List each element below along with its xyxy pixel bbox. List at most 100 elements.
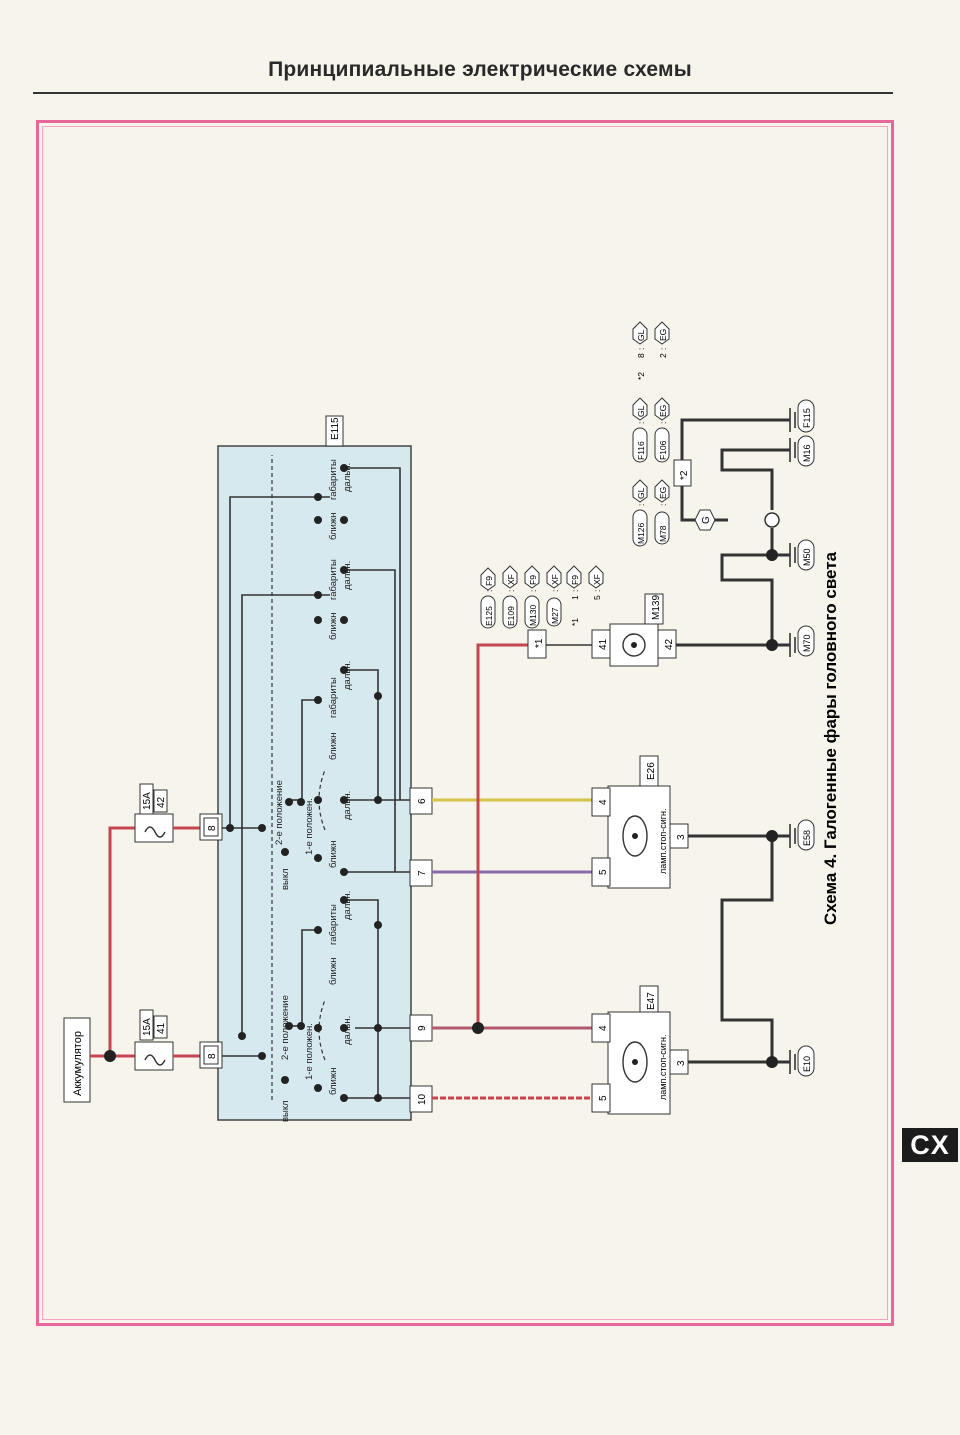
label-pos1-2: 1-е положен. <box>304 798 315 855</box>
star1-box-label: *1 <box>534 638 545 648</box>
lamp-e47-id: E47 <box>646 992 657 1010</box>
legend-star2: *2 8 : GL 2 : EG <box>632 321 670 380</box>
lamp-e26: 4 5 3 E26 ламп.стоп-сигн. <box>591 755 689 889</box>
lamp-e47-pin-5: 5 <box>598 1095 609 1101</box>
legend-star1-c2: XF <box>592 574 602 585</box>
legend-star1: E125 : F9 E109 : XF M130 : F9 M27 : XF *… <box>480 565 604 629</box>
battery-label: Аккумулятор <box>72 1031 84 1096</box>
label-off-2: выкл <box>280 868 291 890</box>
lamp-e26-id: E26 <box>646 762 657 780</box>
svg-text::: : <box>636 422 646 424</box>
switch-pin-8a: 8 <box>207 1053 218 1059</box>
switch-pin-9: 9 <box>417 1025 428 1031</box>
svg-text::: : <box>636 504 646 506</box>
lamp-e47-pin-4: 4 <box>598 1025 609 1031</box>
switch-pin-10: 10 <box>417 1093 428 1105</box>
ground-m70: M70 <box>802 634 812 652</box>
fuse-42-rating: 15A <box>142 792 153 810</box>
legend-mid-conn-1: M78 <box>658 525 668 542</box>
label-dalsn-5: дальн. <box>342 561 353 590</box>
indicator-junction <box>472 1022 484 1034</box>
svg-text::: : <box>484 590 494 592</box>
legend-star1-n2: 5 <box>592 595 602 600</box>
label-off-1: выкл <box>280 1100 291 1122</box>
lamp-e47-pin-3: 3 <box>676 1060 687 1066</box>
legend-star1-conn-2: M130 <box>528 604 538 626</box>
label-dalsn-4: дальн. <box>342 661 353 690</box>
label-blizhn-2: ближн <box>328 958 339 985</box>
legend-mid-code-0: GL <box>636 487 646 499</box>
legend-star1-conn-1: E109 <box>506 606 516 626</box>
switch-pin-8b: 8 <box>207 825 218 831</box>
legend-star2-n1: 8 <box>636 353 646 358</box>
legend-star2-c2: EG <box>658 329 668 341</box>
g-hex: G <box>694 509 716 531</box>
indicator-pin-42: 42 <box>664 638 675 650</box>
label-blizhn-4: ближн <box>328 733 339 760</box>
label-blizhn-3: ближн <box>328 841 339 868</box>
lamp-e26-pin-4: 4 <box>598 799 609 805</box>
switch-position-labels: выкл 2-е положение 1-е положен. выкл 2-е… <box>274 459 353 1122</box>
battery-wires <box>90 826 135 1058</box>
switch-id-box <box>325 415 344 447</box>
star2-box-label: *2 <box>679 470 690 480</box>
svg-text::: : <box>636 348 646 350</box>
header-rule <box>33 92 893 94</box>
svg-text::: : <box>592 590 602 592</box>
ground-symbols <box>789 408 801 1074</box>
open-junction <box>764 512 780 528</box>
indicator-id: M139 <box>651 595 662 620</box>
diagram-frame <box>36 120 894 1326</box>
svg-text::: : <box>570 590 580 592</box>
g-hex-label: G <box>701 516 712 524</box>
legend-right-code-1: EG <box>658 405 668 417</box>
page-header-title: Принципиальные электрические схемы <box>268 58 692 81</box>
lamp-e26-pin-5: 5 <box>598 869 609 875</box>
ground-m50: M50 <box>802 548 812 566</box>
legend-star2-c1: GL <box>636 329 646 341</box>
label-blizhn-5: ближн <box>328 613 339 640</box>
lamp-e26-label: ламп.стоп-сигн. <box>658 809 668 875</box>
legend-star1-code-0: F9 <box>484 576 494 586</box>
section-tab: CX <box>902 1128 958 1162</box>
label-dalsn-2: дальн. <box>342 891 353 920</box>
label-dalsn-6: дальн. <box>342 463 353 492</box>
label-blizhn-6: ближн <box>328 513 339 540</box>
label-gabarity-4: габариты <box>328 459 339 500</box>
indicator-pin-41: 41 <box>598 638 609 650</box>
svg-text::: : <box>658 504 668 506</box>
fuse-to-switch-wires <box>173 826 200 1058</box>
ground-m16: M16 <box>802 444 812 462</box>
label-pos1-1: 1-е положен. <box>304 1023 315 1080</box>
diagram-caption: Схема 4. Галогенные фары головного света <box>821 551 840 925</box>
label-pos2-2: 2-е положение <box>274 780 285 845</box>
output-wires <box>432 643 592 1100</box>
lamp-e47: 4 5 3 E47 ламп.стоп-сигн. <box>591 985 689 1115</box>
legend-mid-code-1: EG <box>658 487 668 499</box>
ground-f115: F115 <box>802 408 812 428</box>
battery-junction <box>104 1050 116 1062</box>
fuse-42-number: 42 <box>156 796 167 808</box>
ground-junctions <box>766 549 778 1068</box>
svg-text::: : <box>528 590 538 592</box>
legend-star1-code-2: F9 <box>528 575 538 585</box>
legend-mid-conn-0: M126 <box>636 522 646 544</box>
legend-star1-marker: *1 <box>570 618 580 626</box>
svg-text::: : <box>506 590 516 592</box>
legend-star2-n2: 2 <box>658 353 668 358</box>
legend-star1-c1: F9 <box>570 575 580 585</box>
ground-e10: E10 <box>802 1056 812 1072</box>
legend-star1-conn-0: E125 <box>484 606 494 626</box>
switch-pin-6: 6 <box>417 798 428 804</box>
svg-text::: : <box>658 348 668 350</box>
legend-star1-code-1: XF <box>506 574 516 585</box>
ground-e58: E58 <box>802 830 812 846</box>
switch-contact-dots <box>226 464 382 1102</box>
label-gabarity-3: габариты <box>328 559 339 600</box>
legend-star2-marker: *2 <box>636 372 646 380</box>
fuse-41: 15A 41 <box>134 1009 174 1071</box>
switch-output-pins: 10 9 7 6 <box>409 787 433 1113</box>
switch-pin-7: 7 <box>417 870 428 876</box>
fuse-42: 15A 42 <box>134 783 174 843</box>
